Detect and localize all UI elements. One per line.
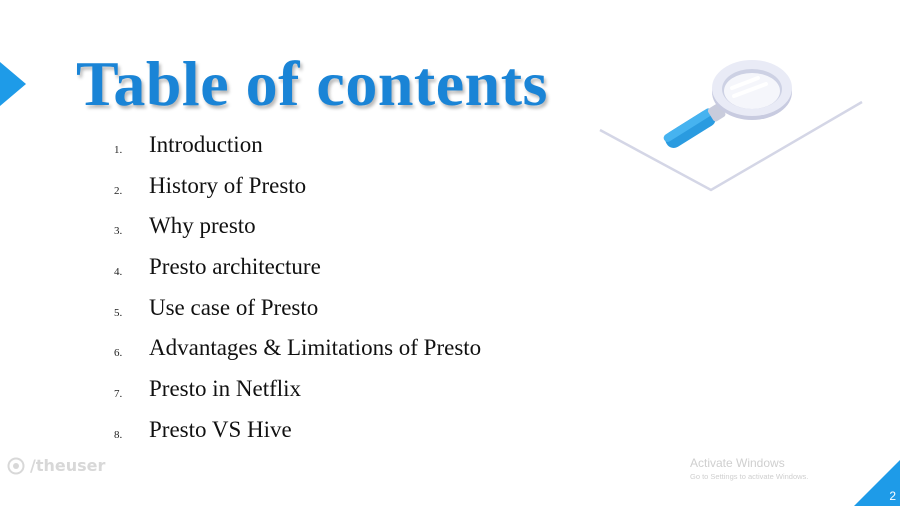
list-number: 1. [114,144,123,156]
page-number: 2 [889,489,896,503]
list-label: Presto in Netflix [149,376,302,402]
list-label: Use case of Presto [149,294,319,320]
list-number: 4. [114,266,123,279]
list-number: 6. [114,347,123,360]
activate-subtitle: Go to Settings to activate Windows. [690,472,809,481]
list-label: History of Presto [149,172,307,198]
list-label: Presto architecture [149,254,321,280]
list-number: 3. [114,225,123,238]
list-number: 7. [114,388,123,401]
activate-windows-notice: Activate Windows Go to Settings to activ… [690,456,808,483]
list-label: Advantages & Limitations of Presto [149,335,482,361]
watermark-text: /theuser [30,456,106,475]
activate-title: Activate Windows [690,456,785,470]
corner-triangle-icon [854,460,900,506]
list-number: 5. [114,306,123,319]
magnifying-glass-icon [599,60,863,192]
list-label: Presto VS Hive [149,416,292,442]
list-number: 8. [114,428,123,441]
list-label: Introduction [149,132,263,157]
list-number: 2. [114,184,123,197]
arrow-right-icon [0,62,26,106]
list-label: Why presto [149,213,256,239]
watermark: /theuser [6,456,105,475]
logo-icon [7,457,25,474]
slide-title: Table of contents [76,48,548,119]
